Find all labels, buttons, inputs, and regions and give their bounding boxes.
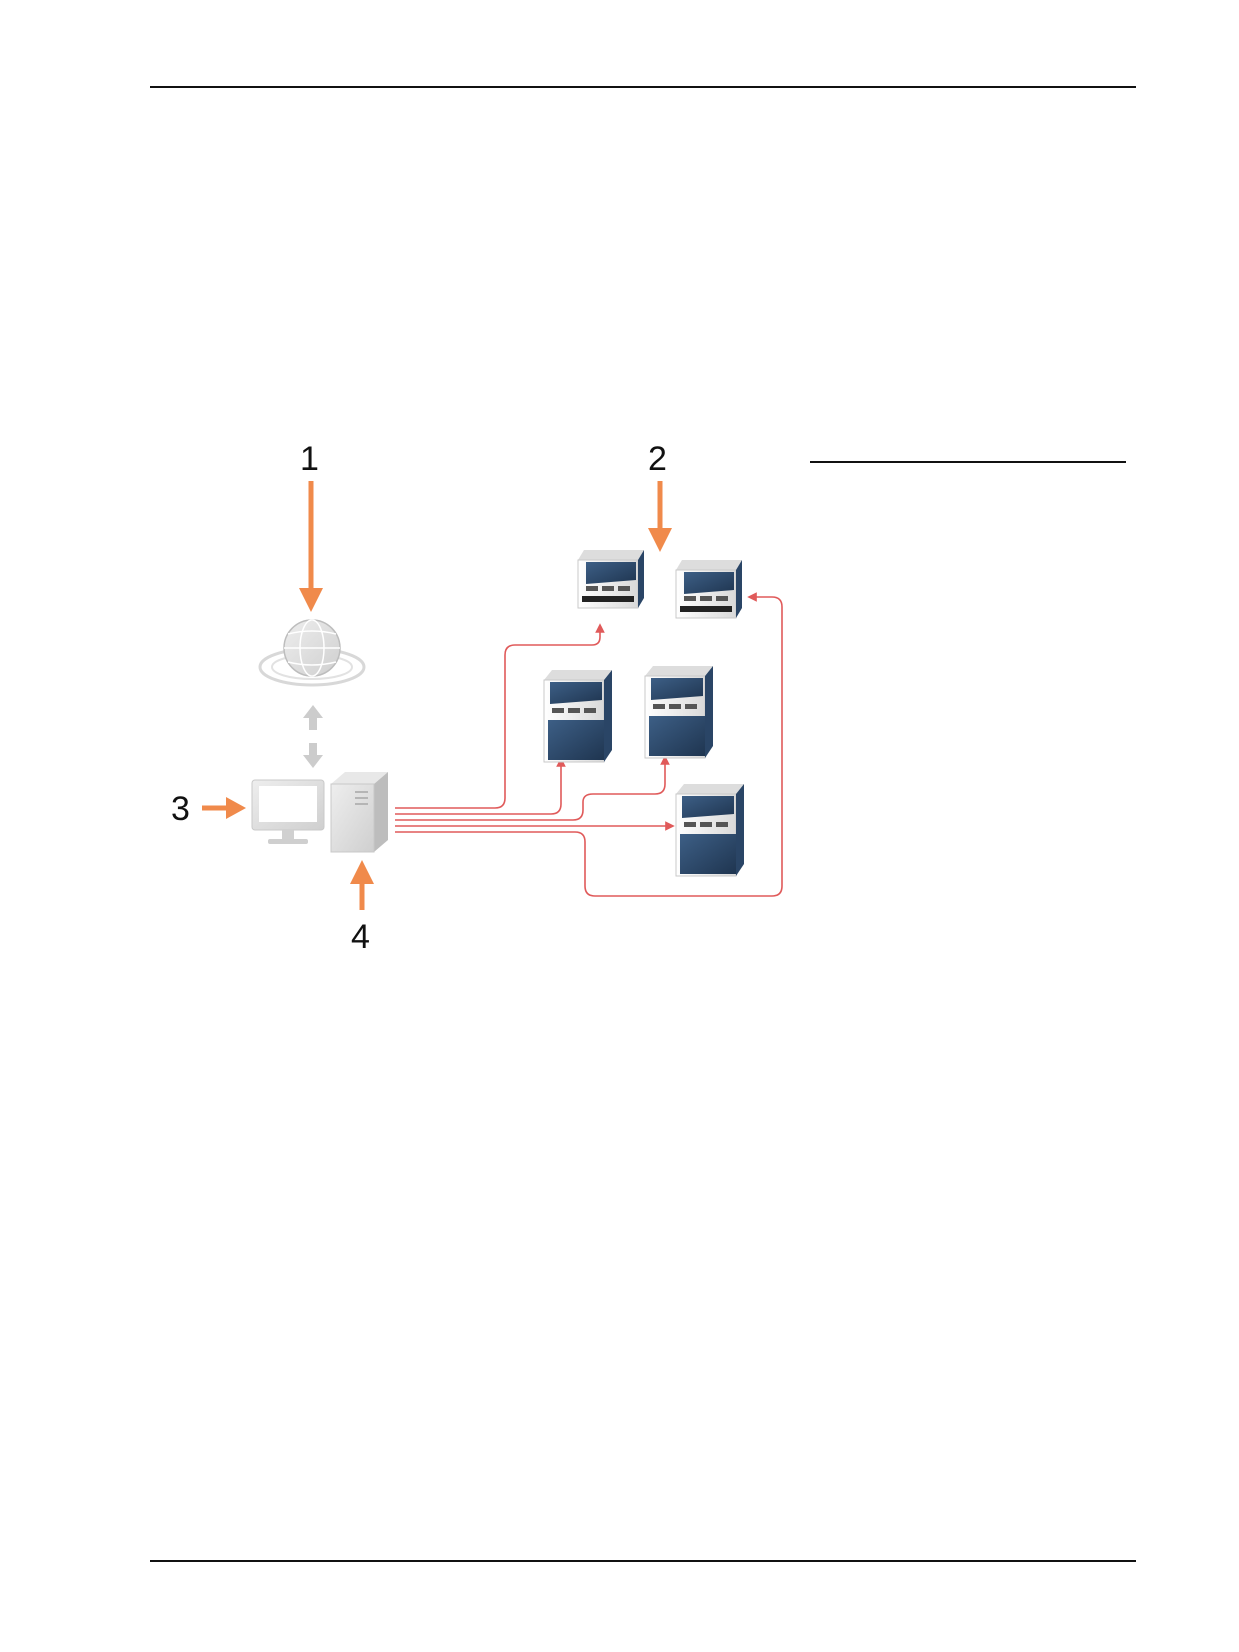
callout-arrow-icon bbox=[648, 481, 672, 552]
connection-line bbox=[395, 755, 670, 821]
footer-rule bbox=[150, 1560, 1136, 1562]
connection-line bbox=[395, 623, 605, 809]
connection-lines bbox=[395, 592, 783, 897]
callout-2: 2 bbox=[648, 440, 672, 552]
instrument-icon bbox=[644, 666, 713, 759]
callout-number: 4 bbox=[351, 918, 370, 956]
globe-icon bbox=[258, 619, 366, 687]
callout-4: 4 bbox=[350, 860, 374, 956]
callout-arrow-icon bbox=[202, 797, 246, 819]
instrument-icon bbox=[675, 560, 742, 619]
monitor-icon bbox=[251, 779, 325, 844]
callout-number: 3 bbox=[171, 790, 190, 828]
server-tower-icon bbox=[330, 772, 388, 853]
connection-line bbox=[395, 592, 783, 897]
side-note-rule bbox=[810, 461, 1126, 463]
header-rule bbox=[150, 86, 1136, 88]
connection-line bbox=[395, 757, 566, 815]
instrument-group bbox=[543, 550, 744, 877]
instrument-icon bbox=[577, 550, 644, 609]
callout-arrow-icon bbox=[350, 860, 374, 910]
callout-number: 2 bbox=[648, 440, 667, 478]
instrument-icon bbox=[675, 784, 744, 877]
callout-arrow-icon bbox=[299, 481, 323, 612]
instrument-icon bbox=[543, 670, 612, 763]
callout-number: 1 bbox=[300, 440, 319, 478]
bidirectional-arrow-icon bbox=[303, 705, 323, 768]
callout-1: 1 bbox=[299, 440, 323, 612]
callout-3: 3 bbox=[171, 790, 246, 828]
